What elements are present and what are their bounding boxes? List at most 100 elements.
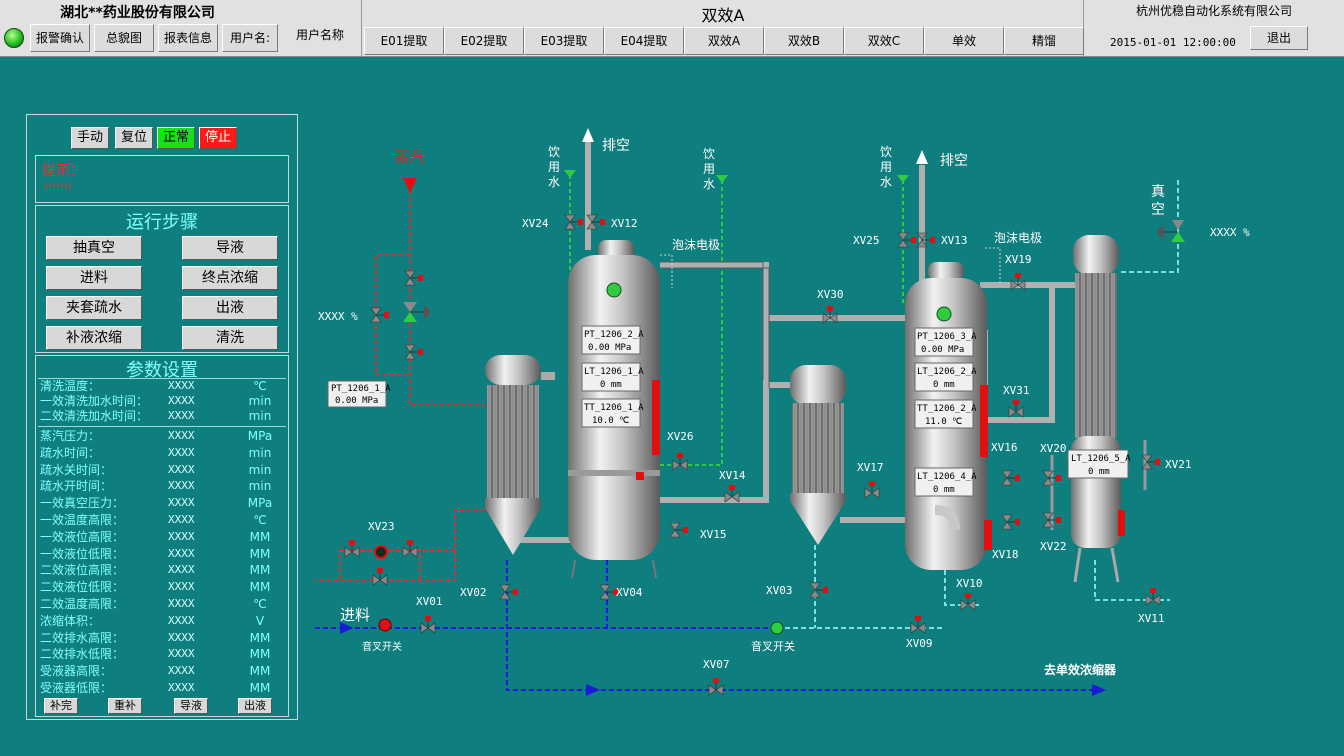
param-value[interactable]: XXXX (168, 379, 195, 392)
fork-switch-2-icon (770, 621, 784, 635)
nav-double-c[interactable]: 双效C (844, 27, 924, 55)
param-value[interactable]: XXXX (168, 529, 195, 543)
nav-double-a[interactable]: 双效A (684, 27, 764, 55)
step-jacket-drain[interactable]: 夹套疏水 (46, 296, 142, 320)
param-value[interactable]: XXXX (168, 613, 195, 627)
report-button[interactable]: 报表信息 (158, 24, 218, 52)
nav-single[interactable]: 单效 (924, 27, 1004, 55)
svg-text:XV09: XV09 (906, 637, 933, 650)
vacuum-control-valve-icon[interactable] (1158, 226, 1185, 242)
alarm-confirm-button[interactable]: 报警确认 (30, 24, 90, 52)
param-unit: MM (249, 580, 271, 595)
nav-e04[interactable]: E04提取 (604, 27, 684, 55)
user-name: 用户名称 (295, 28, 344, 42)
nav-e02[interactable]: E02提取 (444, 27, 524, 55)
steam-label: 蒸汽 (394, 148, 424, 166)
param-unit: min (248, 479, 272, 494)
steam-control-valve-icon[interactable] (403, 302, 430, 322)
param-value[interactable]: XXXX (168, 546, 195, 560)
steam-valve-percent: XXXX % (318, 310, 358, 323)
instrument-lt-1206-4: LT_1206_4_A 0 mm (914, 467, 977, 497)
param-unit: MM (249, 647, 271, 662)
step-evacuate[interactable]: 抽真空 (46, 236, 142, 260)
svg-text:用: 用 (548, 160, 560, 174)
vent-label-2: 排空 (940, 153, 968, 169)
fork-switch-label-1: 音叉开关 (362, 640, 402, 653)
step-feed[interactable]: 进料 (46, 266, 142, 290)
instrument-pt-1206-1: PT_1206_1_A 0.00 MPa (327, 380, 391, 408)
svg-text:0 mm: 0 mm (933, 485, 955, 495)
svg-text:XV23: XV23 (368, 520, 395, 533)
svg-text:用: 用 (703, 162, 715, 176)
step-final-concentrate[interactable]: 终点浓缩 (182, 266, 278, 290)
param-row: 疏水开时间： XXXX min (40, 478, 286, 494)
discharge-button[interactable]: 出液 (238, 698, 272, 714)
normal-button[interactable]: 正常 (157, 127, 195, 149)
svg-text:TT_1206_2_A: TT_1206_2_A (917, 404, 977, 414)
param-label: 疏水时间： (40, 445, 101, 460)
tip-label: 提示： (42, 163, 84, 179)
param-value[interactable]: XXXX (168, 664, 195, 678)
param-label: 二效清洗加水时间： (40, 409, 149, 423)
svg-text:XV21: XV21 (1165, 458, 1192, 471)
step-clean[interactable]: 清洗 (182, 326, 278, 350)
param-unit: min (248, 445, 272, 460)
svg-text:XV22: XV22 (1040, 540, 1067, 553)
tip-box: 提示： !!!!!!! (35, 155, 289, 203)
nav-e03[interactable]: E03提取 (524, 27, 604, 55)
param-value[interactable]: XXXX (168, 513, 195, 526)
overview-button[interactable]: 总貌图 (94, 24, 154, 52)
svg-text:XV16: XV16 (991, 441, 1018, 454)
refill-done-button[interactable]: 补完 (44, 698, 78, 714)
param-value[interactable]: XXXX (168, 479, 195, 493)
param-value[interactable]: XXXX (168, 580, 195, 594)
svg-text:PT_1206_2_A: PT_1206_2_A (584, 330, 644, 340)
divider (38, 378, 286, 379)
param-value[interactable]: XXXX (168, 496, 195, 510)
param-value[interactable]: XXXX (168, 445, 195, 459)
logout-button[interactable]: 退出 (1250, 26, 1308, 50)
param-value[interactable]: XXXX (168, 647, 195, 661)
param-label: 一效清洗加水时间： (40, 394, 149, 408)
svg-text:PT_1206_3_A: PT_1206_3_A (917, 332, 977, 342)
manual-button[interactable]: 手动 (71, 127, 109, 149)
param-value[interactable]: XXXX (168, 630, 195, 644)
transfer-button[interactable]: 导液 (174, 698, 208, 714)
param-value[interactable]: XXXX (168, 597, 195, 610)
run-steps: 运行步骤 抽真空 导液 进料 终点浓缩 夹套疏水 出液 补液浓缩 清洗 (35, 205, 289, 353)
vacuum-label: 真 空 (1151, 184, 1165, 218)
param-value[interactable]: XXXX (168, 394, 195, 407)
param-row: 疏水时间： XXXX min (40, 445, 286, 461)
nav-double-b[interactable]: 双效B (764, 27, 844, 55)
param-value[interactable]: XXXX (168, 462, 195, 476)
param-value[interactable]: XXXX (168, 563, 195, 577)
nav-distill[interactable]: 精馏 (1004, 27, 1084, 55)
param-label: 二效排水高限： (40, 630, 125, 645)
param-value[interactable]: XXXX (168, 409, 195, 422)
user-label: 用户名: (222, 24, 278, 52)
header-left: 湖北**药业股份有限公司 报警确认 总貌图 报表信息 用户名: 用户名称 (0, 0, 362, 57)
param-label: 疏水开时间： (40, 479, 113, 494)
param-value[interactable]: XXXX (168, 429, 195, 442)
param-value[interactable]: XXXX (168, 681, 195, 694)
xv23-bypass[interactable] (344, 539, 418, 559)
param-label: 受液器高限： (40, 664, 113, 679)
step-transfer[interactable]: 导液 (182, 236, 278, 260)
param-label: 受液器低限： (40, 681, 113, 695)
svg-text:XV17: XV17 (857, 461, 884, 474)
flow-arrow-icon (1092, 684, 1106, 696)
stop-button[interactable]: 停止 (199, 127, 237, 149)
svg-text:0.00 MPa: 0.00 MPa (588, 343, 631, 353)
step-discharge[interactable]: 出液 (182, 296, 278, 320)
reset-button[interactable]: 复位 (115, 127, 153, 149)
step-refill-concentrate[interactable]: 补液浓缩 (46, 326, 142, 350)
param-unit: MM (249, 546, 271, 561)
svg-text:10.0 ℃: 10.0 ℃ (592, 416, 629, 426)
re-refill-button[interactable]: 重补 (108, 698, 142, 714)
svg-text:用: 用 (880, 160, 892, 174)
instrument-lt-1206-2: LT_1206_2_A 0 mm (914, 362, 977, 392)
nav-e01[interactable]: E01提取 (364, 27, 444, 55)
water-arrow-icon (564, 170, 576, 178)
